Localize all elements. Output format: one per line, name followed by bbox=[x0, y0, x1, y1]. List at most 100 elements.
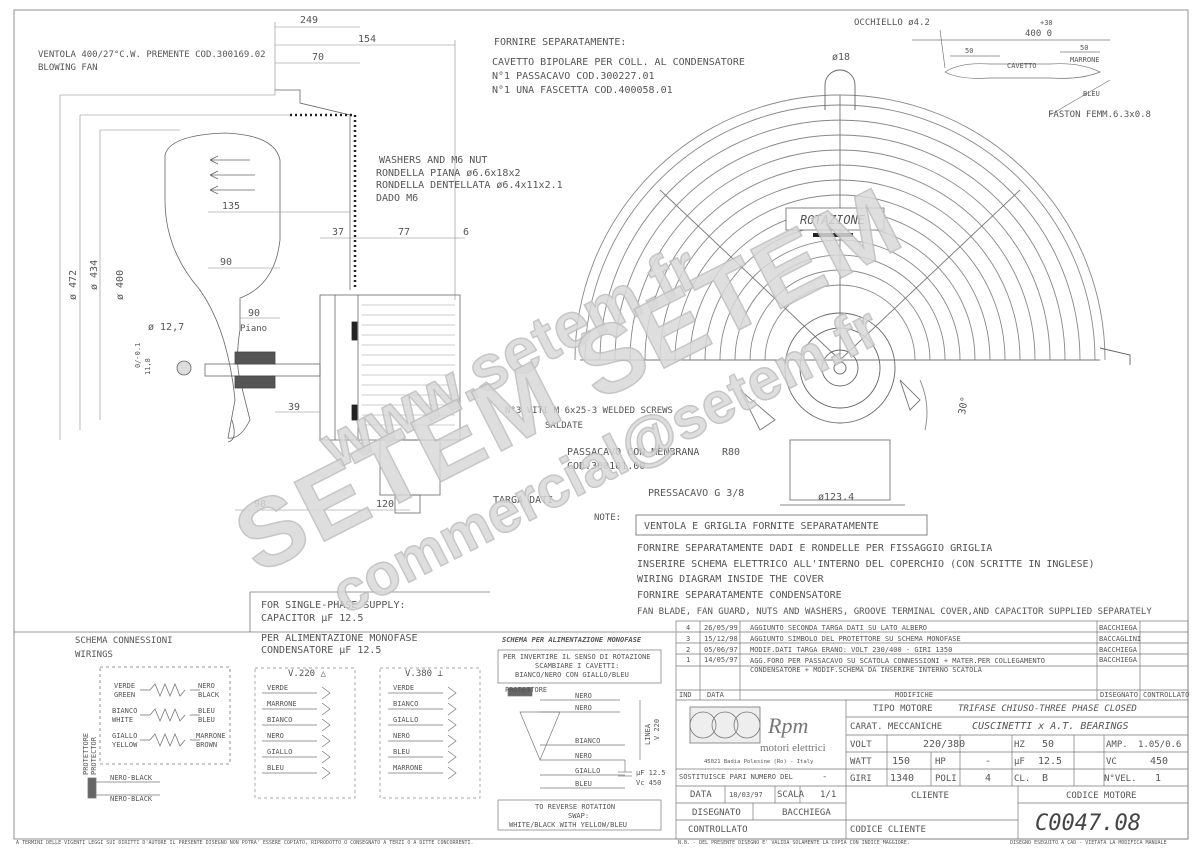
nvel-label: N°VEL. bbox=[1104, 774, 1137, 784]
occhiello-label: OCCHIELLO ø4.2 bbox=[854, 18, 930, 28]
cable-seg-b: 50 bbox=[1080, 44, 1088, 52]
notes-line3: WIRING DIAGRAM INSIDE THE COVER bbox=[637, 574, 825, 585]
wire-green: GREEN bbox=[114, 691, 135, 699]
wire-arrow-icon bbox=[447, 766, 457, 780]
tipo-value: TRIFASE CHIUSO-THREE PHASE CLOSED bbox=[958, 704, 1137, 714]
supply-separately-title: FORNIRE SEPARATAMENTE: bbox=[494, 37, 626, 48]
washers-line2: RONDELLA DENTELLATA ø6.4x11x2.1 bbox=[376, 180, 563, 191]
dim-120: 120 bbox=[376, 499, 394, 510]
notes-line1: FORNIRE SEPARATAMENTE DADI E RONDELLE PE… bbox=[637, 543, 992, 554]
wire-label: BIANCO bbox=[393, 700, 418, 708]
dim-12-7: ø 12,7 bbox=[148, 322, 184, 333]
nero-black-2: NERO-BLACK bbox=[110, 795, 153, 803]
note-label: NOTE: bbox=[594, 513, 621, 523]
rev-index: 3 bbox=[686, 635, 690, 643]
rev-text: MODIF.DATI TARGA ERANO: VOLT 230/400 - G… bbox=[750, 646, 952, 654]
protector-label: PROTECTOR bbox=[90, 736, 98, 775]
protettore-label: PROTETTORE bbox=[82, 733, 90, 775]
company-name: Rpm bbox=[767, 713, 808, 738]
screws-callout: N°3 VITI M 6x25-3 WELDED SCREWS bbox=[505, 406, 673, 416]
rev-date: 26/05/99 bbox=[704, 624, 738, 632]
mono-circuit bbox=[507, 687, 641, 789]
notes-line2: INSERIRE SCHEMA ELETTRICO ALL'INTERNO DE… bbox=[637, 559, 1095, 570]
dim-123-4: ø123.4 bbox=[818, 492, 854, 503]
wire-giallo: GIALLO bbox=[112, 732, 137, 740]
rev-header-data: DATA bbox=[707, 691, 725, 699]
mono-linea: LINEA bbox=[644, 723, 652, 745]
carat-label: CARAT. MECCANICHE bbox=[850, 722, 942, 732]
wire-label: BLEU bbox=[393, 748, 410, 756]
supply-separately-line1: CAVETTO BIPOLARE PER COLL. AL CONDENSATO… bbox=[492, 57, 745, 68]
rev-index: 2 bbox=[686, 646, 690, 654]
wire-brown: BROWN bbox=[196, 741, 217, 749]
cable-seg-a: 50 bbox=[965, 47, 973, 55]
footer-copyright: A TERMINI DELLE VIGENTI LEGGI SUI DIRITT… bbox=[16, 840, 474, 846]
rotation-marker bbox=[813, 233, 853, 237]
volt-value: 220/380 bbox=[923, 739, 965, 750]
footer-cad: DISEGNO ESEGUITO A CAD - VIETATA LA MODI… bbox=[1010, 840, 1167, 846]
supply-separately-line3: N°1 UNA FASCETTA COD.400058.01 bbox=[492, 85, 673, 96]
mono-reverse-line3: WHITE/BLACK WITH YELLOW/BLEU bbox=[509, 821, 627, 829]
amp-value: 1.05/0.6 bbox=[1138, 740, 1181, 750]
poli-value: 4 bbox=[985, 773, 991, 784]
uf-value: 12.5 bbox=[1038, 756, 1062, 767]
mono-invert-line2: SCAMBIARE I CAVETTI: bbox=[535, 662, 619, 670]
dim-6: 6 bbox=[463, 227, 469, 238]
wire-verde: VERDE bbox=[114, 682, 135, 690]
washers-line3: DADO M6 bbox=[376, 193, 418, 204]
dim-90a: 90 bbox=[220, 257, 232, 268]
wire-white: WHITE bbox=[112, 716, 133, 724]
rev-date: 14/05/97 bbox=[704, 656, 738, 664]
dim-30deg: 30° bbox=[957, 396, 971, 416]
rev-author: BACCAGLINI bbox=[1099, 635, 1141, 643]
disegnato-value: BACCHIEGA bbox=[782, 808, 831, 818]
sostituisce-label: SOSTITUISCE PARI NUMERO DEL bbox=[679, 773, 793, 781]
mono-reverse-box bbox=[497, 799, 662, 831]
dim-11-8: 11,8 bbox=[144, 358, 152, 375]
carat-value: CUSCINETTI x A.T. BEARINGS bbox=[972, 721, 1129, 732]
tolerance-label: 0/-0.1 bbox=[134, 343, 142, 368]
amp-label: AMP. bbox=[1106, 740, 1128, 750]
fan-note-line2: BLOWING FAN bbox=[38, 63, 98, 73]
rev-text: AGG.FORO PER PASSACAVO SU SCATOLA CONNES… bbox=[750, 657, 1045, 665]
wire-label: BIANCO bbox=[267, 716, 292, 724]
vc-value: 450 bbox=[1150, 756, 1168, 767]
disegnato-label: DISEGNATO bbox=[692, 808, 741, 818]
uf-label: µF bbox=[1014, 757, 1025, 767]
sostituisce-value: - bbox=[822, 772, 827, 782]
watt-value: 150 bbox=[892, 756, 910, 767]
supply-separately-line2: N°1 PASSACAVO COD.300227.01 bbox=[492, 71, 655, 82]
mono-vc: Vc 450 bbox=[636, 779, 661, 787]
mono-reverse-line2: SWAP: bbox=[568, 812, 589, 820]
giri-label: GIRI bbox=[850, 774, 872, 784]
hz-value: 50 bbox=[1042, 739, 1054, 750]
company-logo-icon bbox=[689, 706, 761, 744]
single-phase-line2: CAPACITOR µF 12.5 bbox=[261, 613, 363, 624]
mono-nero2: NERO bbox=[575, 704, 592, 712]
notes-box bbox=[635, 514, 928, 536]
hp-label: HP bbox=[935, 757, 946, 767]
dim-70: 70 bbox=[312, 52, 324, 63]
side-view bbox=[59, 22, 465, 514]
mono-title: SCHEMA PER ALIMENTAZIONE MONOFASE bbox=[502, 636, 642, 644]
mono-cap: µF 12.5 bbox=[636, 769, 666, 777]
dim-37: 37 bbox=[332, 227, 344, 238]
wire-arrow-icon bbox=[447, 750, 457, 764]
vc-label: VC bbox=[1106, 757, 1117, 767]
mono-reverse-line1: TO REVERSE ROTATION bbox=[535, 803, 615, 811]
rotation-box bbox=[785, 207, 885, 231]
cl-value: B bbox=[1042, 773, 1048, 784]
rev-author: BACCHIEGA bbox=[1099, 624, 1138, 632]
rev-index: 1 bbox=[686, 656, 690, 664]
wire-arrow-icon bbox=[321, 718, 331, 732]
wire-label: GIALLO bbox=[267, 748, 292, 756]
codice-motore-value: C0047.08 bbox=[1035, 811, 1141, 836]
v220-label: V.220 △ bbox=[288, 669, 327, 679]
mono-invert-line1: PER INVERTIRE IL SENSO DI ROTAZIONE bbox=[503, 653, 651, 661]
washers-title: WASHERS AND M6 NUT bbox=[379, 155, 487, 166]
dim-98: 98 bbox=[254, 499, 266, 510]
wire-bleu: BLEU bbox=[198, 707, 215, 715]
watt-label: WATT bbox=[850, 757, 872, 767]
v380-label: V.380 ⊥ bbox=[405, 669, 444, 679]
